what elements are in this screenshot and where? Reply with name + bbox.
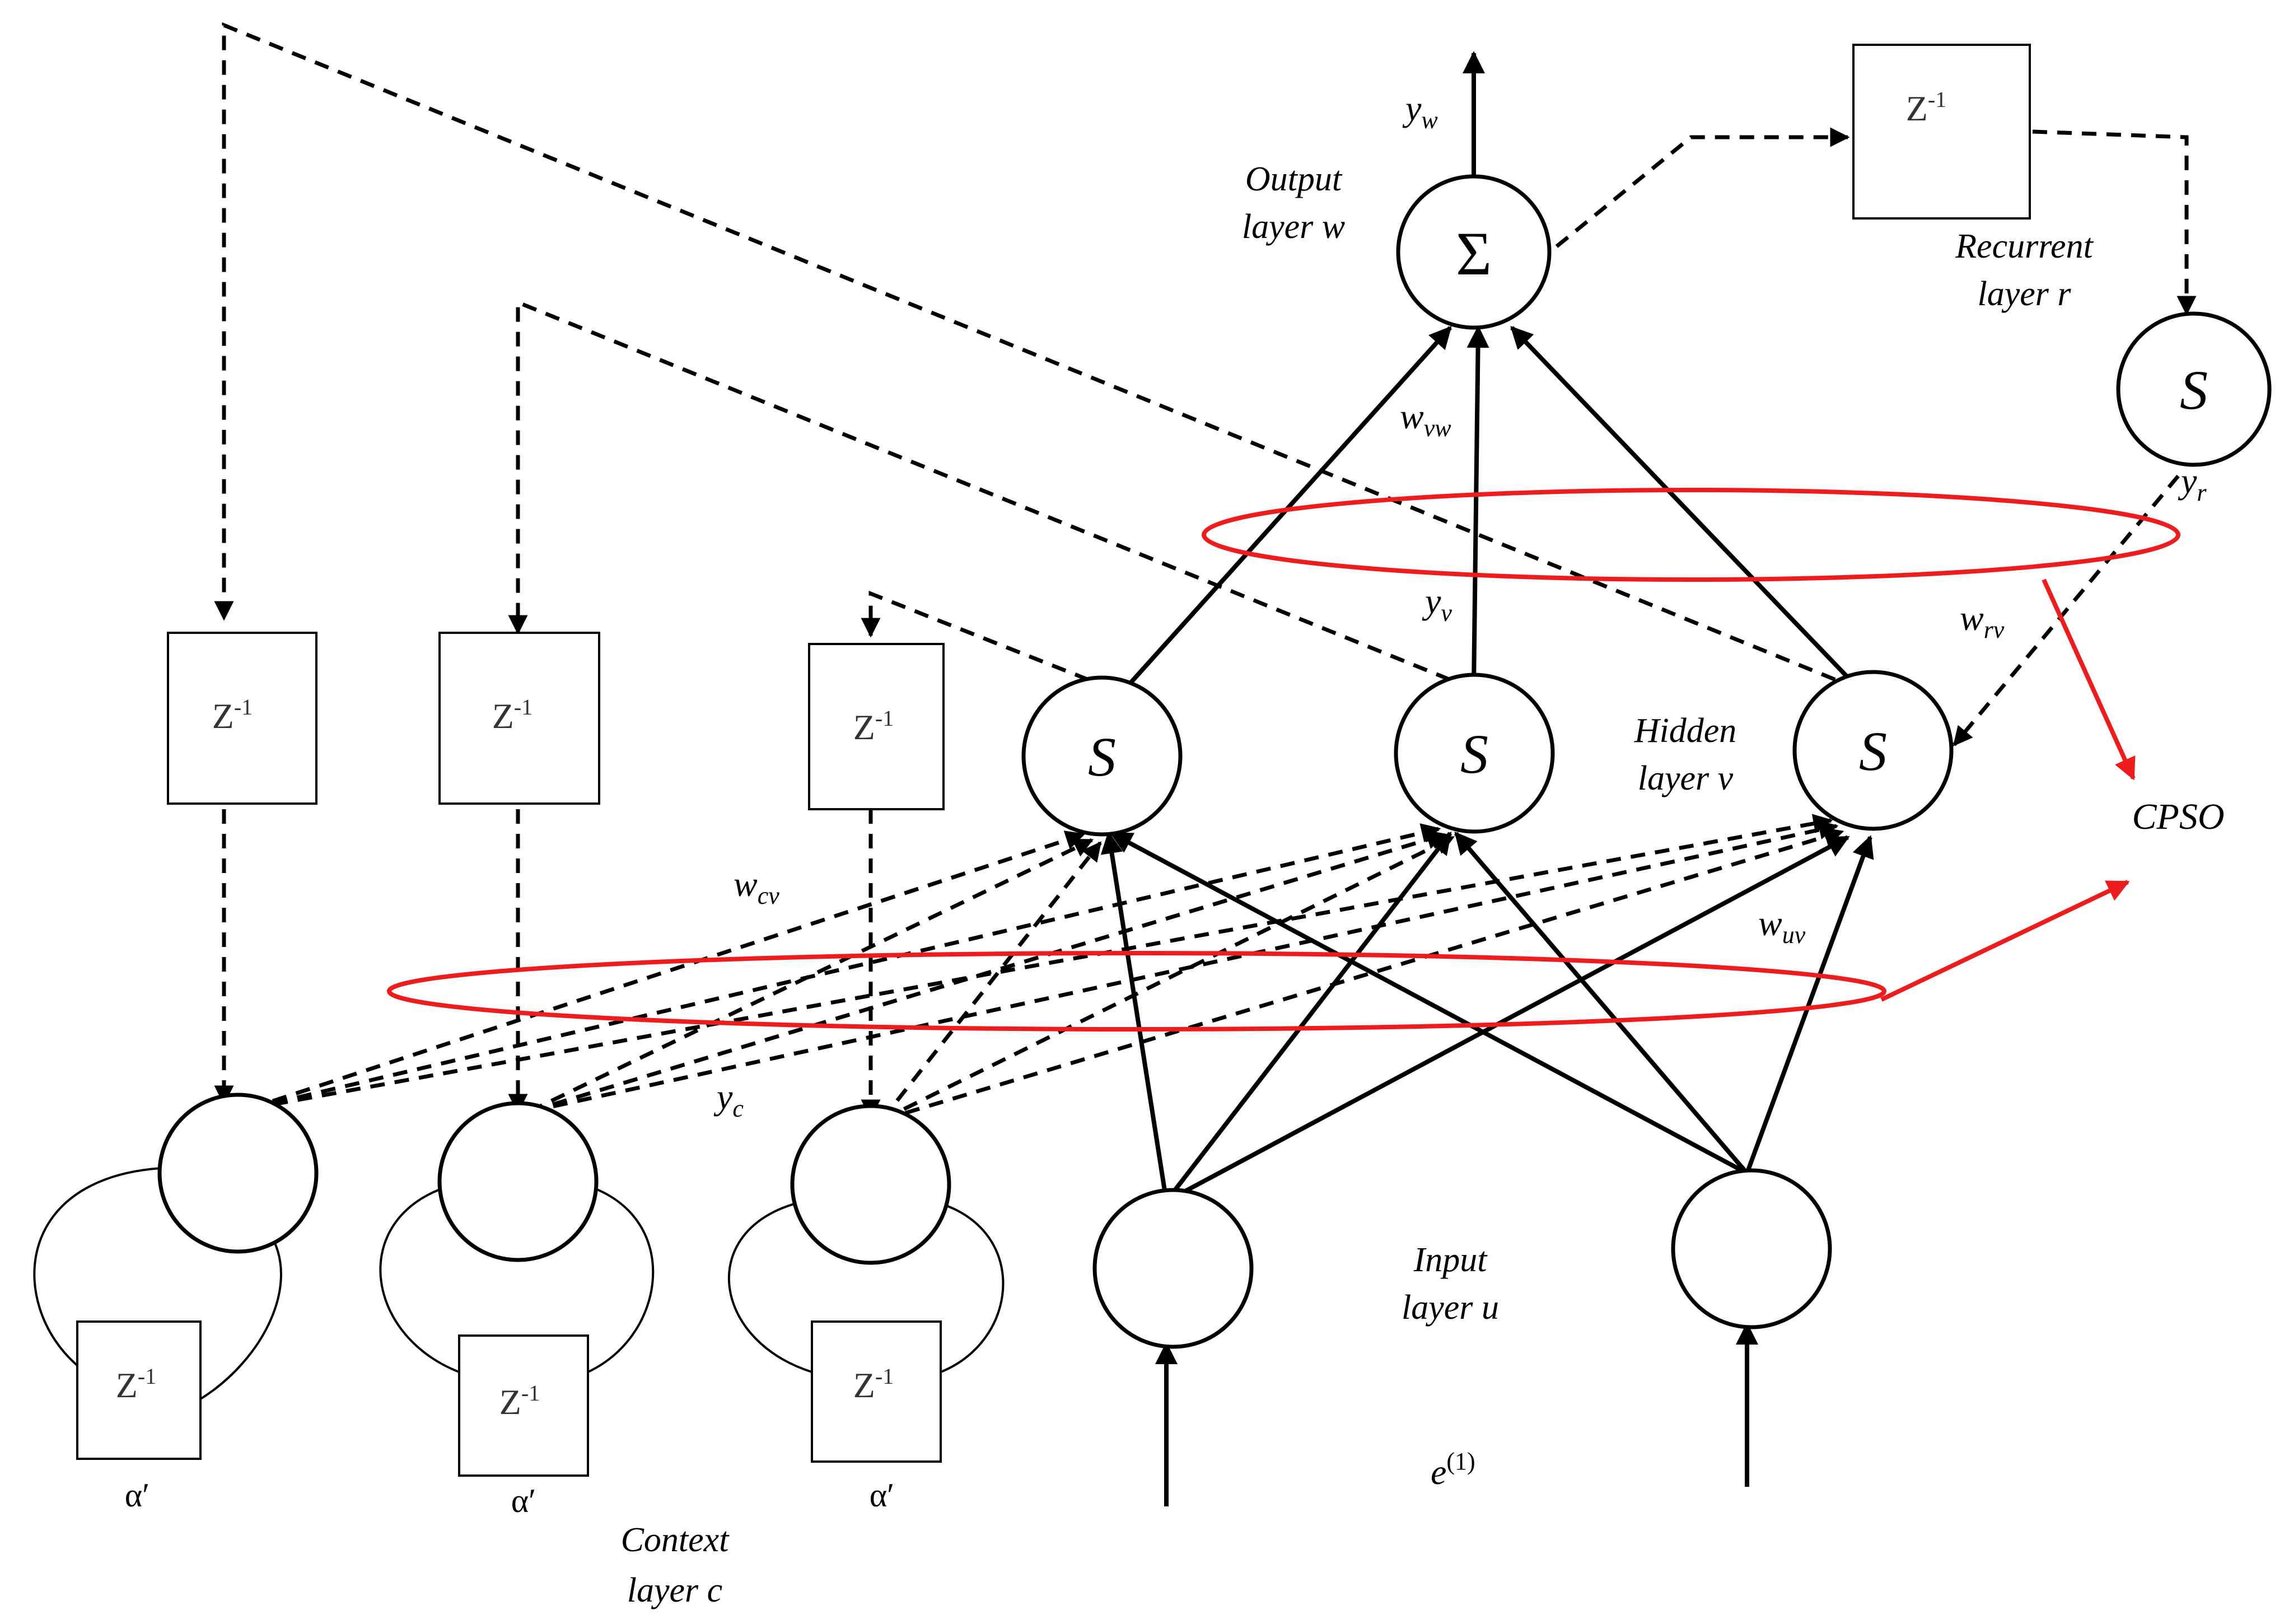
hidden-node-2: S [1394, 673, 1555, 834]
svg-text:Z-1: Z-1 [499, 1380, 540, 1422]
svg-text:layer u: layer u [1402, 1289, 1499, 1327]
output-layer-label: Output layer w [1242, 160, 1345, 246]
svg-text:S: S [1460, 723, 1488, 785]
svg-text:layer v: layer v [1638, 759, 1734, 797]
input-to-hidden-connections [1100, 831, 1874, 1203]
input-node-2 [1671, 1168, 1832, 1329]
svg-text:S: S [1859, 720, 1887, 782]
cpso-label: CPSO [2132, 796, 2225, 837]
input-e-label: e(1) [1431, 1448, 1475, 1492]
svg-text:Recurrent: Recurrent [1955, 227, 2094, 265]
svg-text:Input: Input [1413, 1241, 1488, 1279]
wrv-label: wrv [1960, 598, 2005, 643]
svg-text:Z-1: Z-1 [492, 694, 533, 736]
recurrent-layer-label: Recurrent layer r [1955, 227, 2094, 313]
svg-text:Context: Context [621, 1521, 730, 1559]
wcv-label: wcv [734, 864, 779, 909]
yc-label: yc [713, 1077, 744, 1122]
delay-box-loop-2: Z-1 [458, 1334, 589, 1477]
alpha-label-2: α′ [511, 1482, 536, 1519]
delay-box-context-2: Z-1 [438, 632, 600, 805]
yw-label: yw [1402, 88, 1438, 134]
svg-text:S: S [1088, 726, 1116, 788]
svg-text:Z-1: Z-1 [853, 706, 894, 747]
svg-text:Output: Output [1245, 160, 1343, 198]
svg-text:Hidden: Hidden [1634, 712, 1737, 750]
yr-label: yr [2178, 461, 2207, 506]
svg-text:layer c: layer c [627, 1571, 722, 1609]
context-node-1 [157, 1093, 319, 1254]
svg-text:Z-1: Z-1 [853, 1364, 894, 1405]
input-layer-label: Input layer u [1402, 1241, 1499, 1327]
context-self-loops [33, 1166, 1005, 1401]
hidden-layer-label: Hidden layer v [1634, 712, 1737, 797]
wuv-label: wuv [1758, 903, 1806, 949]
delay-box-loop-1: Z-1 [76, 1320, 202, 1460]
context-node-3 [790, 1104, 951, 1265]
delay-box-context-3: Z-1 [808, 643, 945, 810]
hidden-to-output-connections [1121, 325, 1855, 693]
context-delay-to-unit [214, 809, 881, 1119]
output-node: Σ [1396, 174, 1552, 330]
input-node-1 [1092, 1188, 1254, 1349]
alpha-label-1: α′ [125, 1477, 150, 1514]
context-layer-label: Context layer c [621, 1521, 730, 1609]
hidden-node-1: S [1021, 675, 1183, 837]
svg-text:layer w: layer w [1242, 208, 1345, 246]
delay-box-context-1: Z-1 [167, 632, 317, 805]
cpso-highlights [387, 488, 2180, 1032]
hidden-node-3: S [1792, 670, 1954, 831]
svg-text:Z-1: Z-1 [116, 1364, 156, 1405]
input-weights-ellipse [387, 951, 1886, 1032]
svg-text:S: S [2180, 359, 2208, 421]
context-node-2 [437, 1101, 599, 1262]
svg-text:layer r: layer r [1977, 275, 2071, 313]
yv-label: yv [1422, 581, 1452, 627]
context-to-hidden-connections [248, 814, 1844, 1122]
recurrent-node: S [2116, 311, 2272, 467]
recurrent-connections [1555, 127, 2197, 746]
wvw-label: wvw [1400, 396, 1451, 442]
svg-text:Σ: Σ [1456, 220, 1492, 288]
svg-text:Z-1: Z-1 [212, 694, 253, 736]
delay-box-loop-3: Z-1 [811, 1320, 942, 1463]
svg-text:Z-1: Z-1 [1906, 87, 1946, 128]
hidden-to-context-feedback [214, 22, 1859, 691]
delay-box-recurrent: Z-1 [1852, 44, 2031, 220]
output-weights-ellipse [1202, 488, 2180, 582]
alpha-label-3: α′ [870, 1477, 895, 1514]
